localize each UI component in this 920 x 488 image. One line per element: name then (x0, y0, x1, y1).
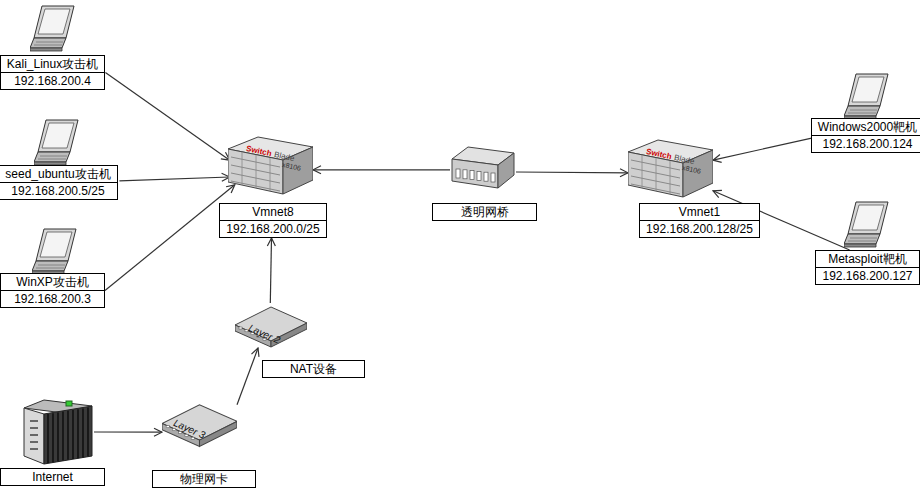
ip-address: 192.168.200.5/25 (0, 182, 118, 200)
host-label: seed_ubuntu攻击机192.168.200.5/25 (0, 165, 119, 200)
host-label: Kali_Linux攻击机192.168.200.4 (0, 55, 105, 90)
laptop-icon (32, 229, 76, 274)
node-name: 物理网卡 (152, 470, 256, 488)
nic-node: 物理网卡 (152, 400, 256, 488)
laptop-icon (34, 120, 78, 165)
ip-address: 192.168.200.127 (815, 267, 920, 285)
link-arrow (270, 238, 271, 303)
node-name: seed_ubuntu攻击机 (0, 165, 118, 183)
laptop-icon (844, 202, 888, 247)
link-arrow (713, 137, 815, 160)
link-arrow (105, 185, 235, 291)
laptop-icon (844, 74, 888, 119)
node-name: Metasploit靶机 (815, 250, 920, 268)
node-name: Vmnet1 (639, 203, 760, 221)
internet-node: Internet (0, 398, 105, 486)
link-arrow (94, 431, 162, 432)
link-arrow (119, 177, 229, 181)
ip-address: 192.168.200.0/25 (219, 220, 326, 238)
ip-address: 192.168.200.3 (0, 290, 105, 308)
laptop-icon (30, 6, 74, 51)
host-label: WinXP攻击机192.168.200.3 (0, 273, 105, 308)
node-name: WinXP攻击机 (0, 273, 105, 291)
bridge-node: 透明网桥 (432, 145, 537, 221)
ip-address: 192.168.200.128/25 (639, 220, 760, 238)
node-name: Kali_Linux攻击机 (0, 55, 105, 73)
link-arrow (516, 171, 628, 173)
host-label: Metasploit靶机192.168.200.127 (815, 250, 920, 285)
node-name: Windows2000靶机 (811, 118, 920, 136)
node-name: Vmnet8 (219, 203, 326, 221)
nat-node: NAT设备 (235, 303, 365, 378)
link-arrow (237, 348, 258, 405)
ip-address: 192.168.200.124 (811, 135, 920, 153)
device-icon (22, 398, 94, 466)
ip-address: 192.168.200.4 (0, 72, 105, 90)
link-arrow (313, 169, 450, 170)
host-label: Windows2000靶机192.168.200.124 (815, 118, 920, 153)
node-name: 透明网桥 (432, 203, 537, 221)
node-name: Internet (0, 468, 105, 486)
link-arrow (105, 73, 229, 161)
device-icon (450, 145, 516, 190)
node-name: NAT设备 (262, 360, 365, 378)
